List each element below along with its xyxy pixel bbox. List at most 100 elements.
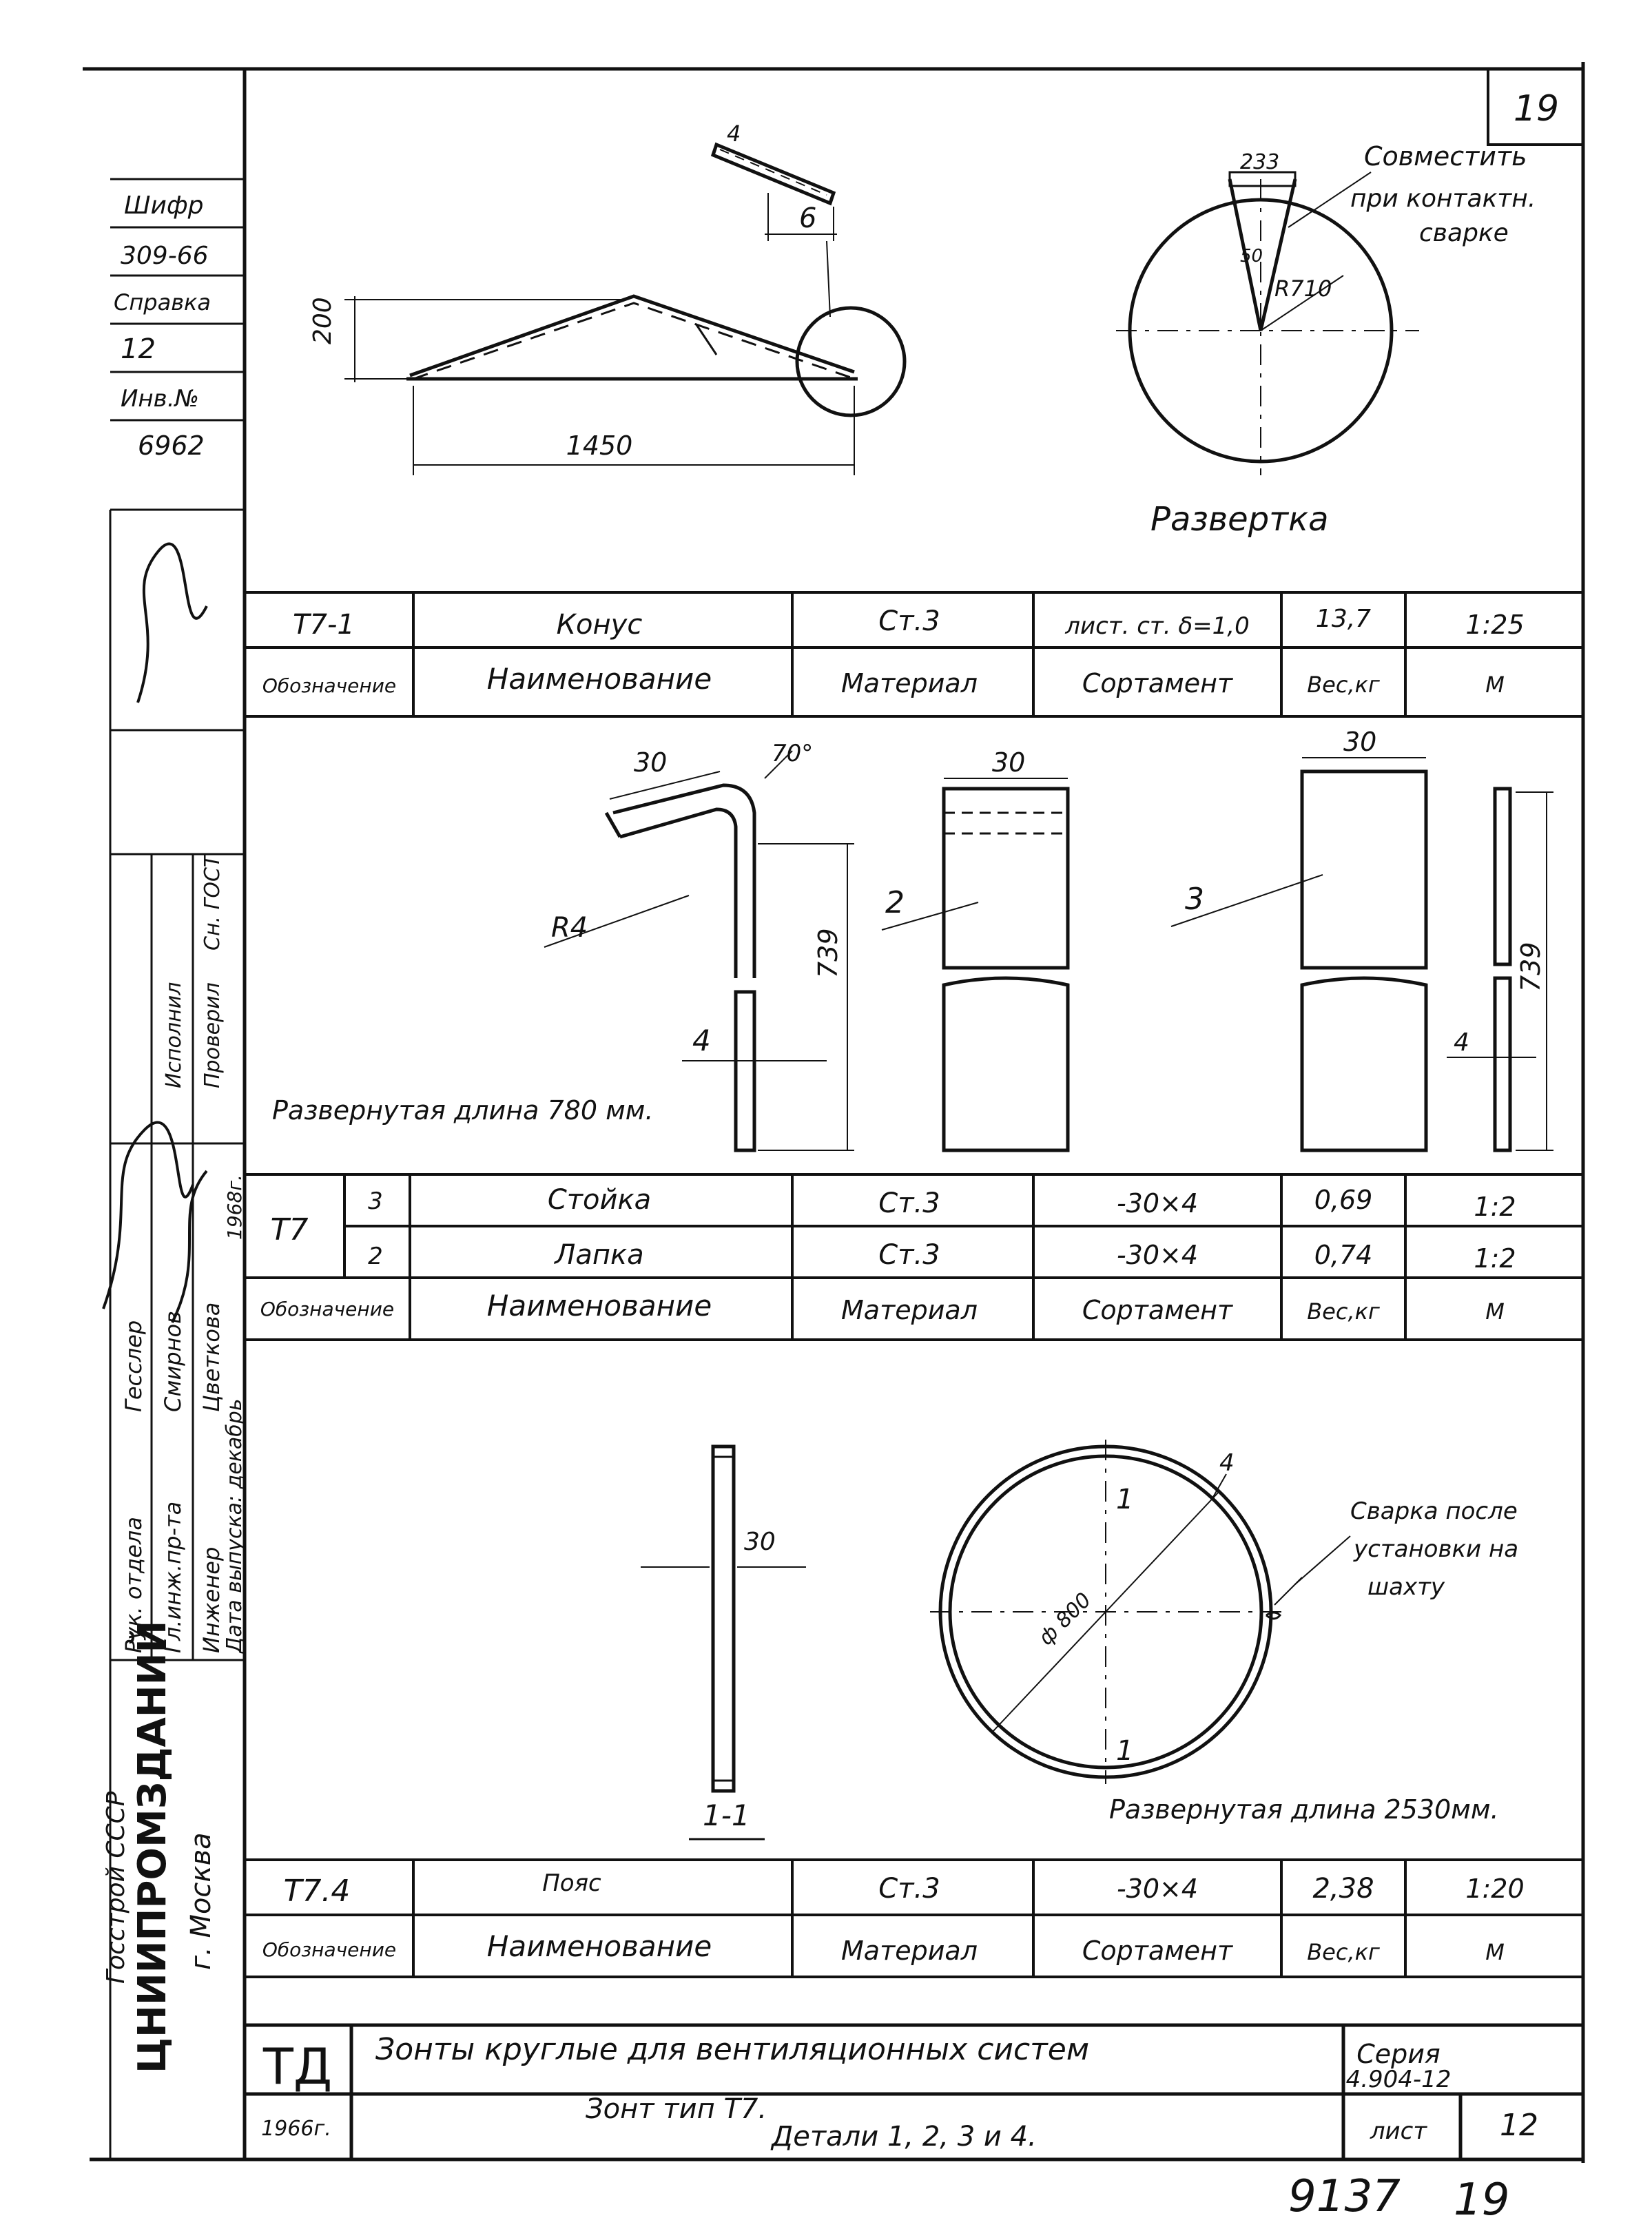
leg-dim-739b: 739: [1516, 942, 1546, 992]
cone-detail-dim-small: 4: [727, 121, 741, 147]
t2-r2-name: Лапка: [553, 1239, 643, 1271]
t2-h-name: Наименование: [487, 1289, 712, 1323]
t1-name: Конус: [557, 609, 643, 641]
stamp-executed: Исполнил: [162, 982, 186, 1088]
t2-r2-weight: 0,74: [1314, 1240, 1373, 1270]
dev-dim-small: 50: [1240, 246, 1263, 267]
leg-dim-30a: 30: [634, 747, 667, 778]
stamp-role-engineer: Инженер: [198, 1547, 225, 1653]
leg-dim-4a: 4: [692, 1024, 711, 1057]
t3-scale: 1:20: [1465, 1874, 1524, 1904]
leg-dim-30b: 30: [992, 747, 1025, 778]
dev-note-2: при контактн.: [1350, 185, 1536, 213]
cone-development: [1116, 171, 1419, 475]
stamp-code-value: 309-66: [121, 242, 209, 270]
leg-dim-angle: 70°: [772, 740, 813, 767]
footer-inv-number: 9137: [1288, 2171, 1401, 2222]
tb-logo: ТД: [262, 2038, 332, 2095]
table-2-row: 3 Стойка Ст.3 -30×4 0,69 1:2: [368, 1184, 1516, 1222]
tb-series-value: 4.904-12: [1346, 2066, 1452, 2093]
t3-h-name: Наименование: [487, 1929, 712, 1963]
tb-title: Зонты круглые для вентиляционных систем: [375, 2032, 1089, 2067]
dev-radius: R710: [1274, 276, 1332, 302]
footer-page-number: 19: [1454, 2175, 1509, 2226]
leg-dim-739a: 739: [813, 928, 843, 978]
t2-r1-assortment: -30×4: [1117, 1188, 1198, 1219]
t3-h-designation: Обозначение: [262, 1938, 396, 1961]
t1-weight: 13,7: [1316, 605, 1371, 633]
dev-caption: Развертка: [1150, 500, 1329, 539]
cone-dim-height: 200: [309, 297, 337, 344]
stamp-name-chief: Смирнов: [160, 1311, 186, 1412]
leg-label-2: 2: [885, 885, 905, 920]
t1-h-designation: Обозначение: [262, 674, 396, 697]
table-2-grid: [245, 1173, 1583, 1341]
t3-weight: 2,38: [1312, 1873, 1374, 1905]
table-3-grid: [245, 1858, 1583, 1978]
title-block-grid: [245, 2023, 1583, 2159]
t3-material: Ст.3: [878, 1873, 940, 1905]
t3-name: Пояс: [542, 1869, 601, 1897]
corner-box: 19: [1487, 68, 1584, 146]
t1-h-name: Наименование: [487, 662, 712, 696]
table-1-header: Обозначение Наименование Материал Сортам…: [262, 662, 1505, 698]
t3-h-material: Материал: [841, 1936, 978, 1966]
signature-1: [136, 542, 208, 703]
corner-sheet-number: 19: [1514, 88, 1559, 129]
leg-note: Развернутая длина 780 мм.: [272, 1095, 654, 1126]
ring-section: 1-1: [703, 1798, 750, 1832]
t2-r2-pos: 2: [368, 1243, 383, 1270]
stamp-gost: Сн. ГОСТ: [200, 853, 225, 951]
stamp-ref-label: Справка: [114, 289, 211, 315]
tb-sheet-label: лист: [1370, 2117, 1428, 2145]
t1-h-material: Материал: [841, 668, 978, 698]
tb-sheet-value: 12: [1500, 2108, 1538, 2143]
tb-series-label: Серия: [1356, 2039, 1441, 2069]
ring-views: [641, 1440, 1351, 1841]
signature-3: [171, 1170, 208, 1323]
side-stamp: Шифр 309-66 Справка 12 Инв.№ 6962 Рук. о…: [102, 178, 247, 2159]
ring-mark-1b: 1: [1116, 1735, 1133, 1767]
t1-scale: 1:25: [1465, 610, 1524, 640]
t2-h-assortment: Сортамент: [1082, 1295, 1234, 1325]
t2-r1-scale: 1:2: [1474, 1192, 1516, 1222]
leg-dim-4b: 4: [1454, 1028, 1469, 1057]
t3-assortment: -30×4: [1117, 1874, 1198, 1904]
t2-h-weight: Вес,кг: [1307, 1298, 1380, 1325]
t1-material: Ст.3: [878, 605, 940, 637]
dev-note-3: сварке: [1419, 219, 1509, 247]
dev-dim-top: 233: [1240, 150, 1279, 174]
leg-label-3: 3: [1185, 882, 1204, 917]
t1-assortment: лист. ст. δ=1,0: [1064, 612, 1249, 640]
cone-dim-length: 1450: [566, 431, 633, 461]
leg-dim-30c: 30: [1343, 727, 1376, 757]
t1-code: Т7-1: [293, 609, 355, 641]
t2-r1-weight: 0,69: [1314, 1185, 1373, 1215]
t2-r2-assortment: -30×4: [1117, 1240, 1198, 1270]
table-1-row: Т7-1 Конус Ст.3 лист. ст. δ=1,0 13,7 1:2…: [293, 605, 1525, 641]
signature-2: [102, 1121, 194, 1309]
ring-note-2: установки на: [1353, 1535, 1518, 1563]
t1-h-weight: Вес,кг: [1307, 672, 1380, 698]
stamp-name-date: 1968г.: [223, 1174, 246, 1240]
ring-note-3: шахту: [1367, 1573, 1445, 1601]
t2-h-material: Материал: [841, 1295, 978, 1325]
table-3-row: Т7.4 Пояс Ст.3 -30×4 2,38 1:20: [284, 1869, 1525, 1909]
table-2-header: Обозначение Наименование Материал Сортам…: [260, 1289, 1505, 1325]
ring-dim-diam: ф 800: [1034, 1588, 1096, 1650]
stamp-checked: Проверил: [200, 982, 225, 1088]
t3-h-scale: М: [1485, 1939, 1505, 1965]
ring-mark-1a: 1: [1116, 1484, 1133, 1515]
t2-r1-material: Ст.3: [878, 1188, 940, 1219]
dev-note-1: Совместить: [1364, 141, 1527, 172]
t2-r2-scale: 1:2: [1474, 1243, 1516, 1274]
t1-h-scale: М: [1485, 672, 1505, 698]
t2-r1-name: Стойка: [548, 1184, 651, 1216]
ring-note-1: Сварка после: [1350, 1497, 1518, 1525]
table-3-header: Обозначение Наименование Материал Сортам…: [262, 1929, 1505, 1966]
sheet-frame: [83, 62, 1585, 2163]
stamp-name-head: Гесслер: [121, 1320, 147, 1412]
stamp-inv-value: 6962: [138, 431, 205, 461]
cone-detail-dim: 6: [799, 203, 816, 234]
